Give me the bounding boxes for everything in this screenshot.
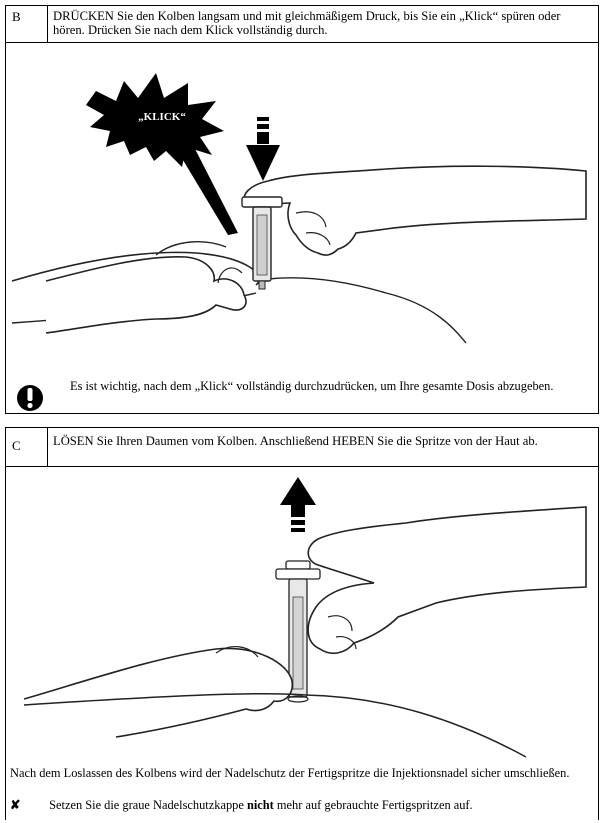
down-arrow-dash-1 <box>257 117 269 121</box>
syringe-flange <box>241 196 283 208</box>
cross-text-bold: nicht <box>246 798 274 812</box>
right-hand <box>243 165 587 256</box>
up-arrow-head <box>280 477 316 505</box>
step-c-instruction: LÖSEN Sie Ihren Daumen vom Kolben. Ansch… <box>53 434 538 448</box>
step-b-illustration-panel: „KLICK“ Es ist wichtig, nach dem „Klick“… <box>5 42 599 414</box>
step-c-side-rule-right <box>598 757 599 820</box>
up-arrow-shaft <box>291 505 305 517</box>
step-b-header: B DRÜCKEN Sie den Kolben langsam und mit… <box>5 5 599 43</box>
step-c-side-rule-left <box>5 757 6 820</box>
cross-mark-icon: ✘ <box>10 798 21 812</box>
right-hand <box>307 506 587 655</box>
syringe-plunger-top <box>285 560 311 570</box>
step-c-illustration <box>23 477 587 758</box>
step-c-illustration-panel <box>5 466 599 758</box>
step-c-header: C LÖSEN Sie Ihren Daumen vom Kolben. Ans… <box>5 427 599 467</box>
left-hand <box>45 256 247 334</box>
cross-row: ✘ Setzen Sie die graue Nadelschutzkappe … <box>10 798 595 812</box>
left-hand <box>23 647 294 738</box>
step-c-letter: C <box>6 428 48 466</box>
cross-text-after: mehr auf gebrauchte Fertigspritzen auf. <box>273 798 473 812</box>
step-b-illustration <box>11 73 587 411</box>
skin-contour <box>23 692 527 758</box>
click-burst-label: „KLICK“ <box>138 111 186 123</box>
warning-text: Es ist wichtig, nach dem „Klick“ vollstä… <box>70 379 554 393</box>
cross-text-before: Setzen Sie die graue Nadelschutzkappe <box>49 798 247 812</box>
exclamation-circle-icon <box>16 384 44 412</box>
needle-guard-note: Nach dem Loslassen des Kolbens wird der … <box>10 766 570 780</box>
down-arrow-head <box>246 145 280 181</box>
step-b-instruction: DRÜCKEN Sie den Kolben langsam und mit g… <box>53 9 561 37</box>
step-b-letter: B <box>6 6 48 42</box>
click-burst-tail <box>174 143 238 235</box>
